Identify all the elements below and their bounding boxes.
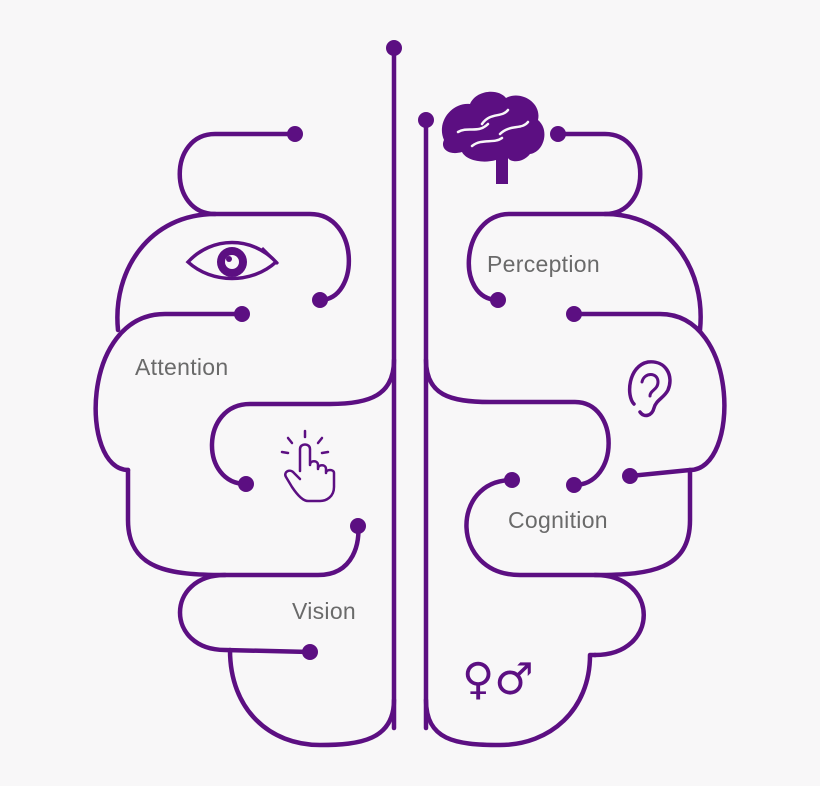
label-perception: Perception bbox=[487, 251, 600, 277]
left-base bbox=[227, 647, 397, 748]
left-inner-branch bbox=[209, 357, 397, 487]
label-vision: Vision bbox=[292, 598, 356, 624]
touch-hand-icon bbox=[280, 429, 336, 503]
ear-icon bbox=[627, 360, 672, 418]
node-dots bbox=[234, 40, 638, 660]
right-inner-branch bbox=[423, 357, 611, 488]
left-lobe-middle bbox=[93, 311, 245, 473]
right-lobe-middle bbox=[571, 311, 727, 479]
left-lobe-bottom bbox=[177, 572, 313, 655]
label-cognition: Cognition bbox=[508, 507, 608, 533]
right-lobe-cognition bbox=[464, 477, 646, 658]
eye-icon bbox=[185, 240, 280, 281]
label-attention: Attention bbox=[135, 354, 229, 380]
right-outline-upper bbox=[602, 211, 703, 333]
left-outline-upper bbox=[115, 211, 218, 333]
brain-icon bbox=[441, 91, 545, 184]
right-base bbox=[423, 652, 598, 748]
gender-symbols-icon: ♀♂ bbox=[462, 654, 534, 705]
right-outline-lower bbox=[592, 467, 693, 578]
